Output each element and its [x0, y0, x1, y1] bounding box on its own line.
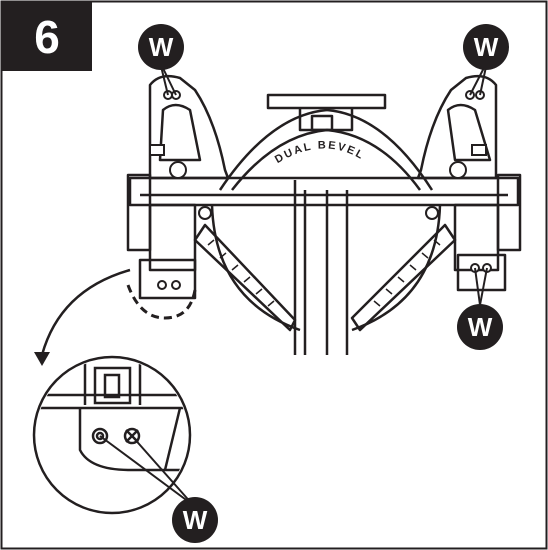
callout-w-top-left: W — [138, 24, 184, 70]
bevel-scale-ticks — [207, 239, 441, 307]
step-number-badge: 6 — [2, 2, 92, 71]
saw-base — [126, 74, 522, 355]
callout-w-lower-right: W — [457, 304, 503, 350]
callout-leaders — [99, 61, 488, 506]
clamp-knobs — [149, 144, 487, 179]
magnifier-circle-icon — [32, 355, 192, 515]
curved-arrow-icon — [40, 268, 131, 356]
callout-w-top-right: W — [463, 24, 509, 70]
dashed-highlight-icon — [126, 284, 197, 320]
mounting-holes — [157, 90, 492, 290]
callout-w-detail: W — [172, 497, 218, 543]
